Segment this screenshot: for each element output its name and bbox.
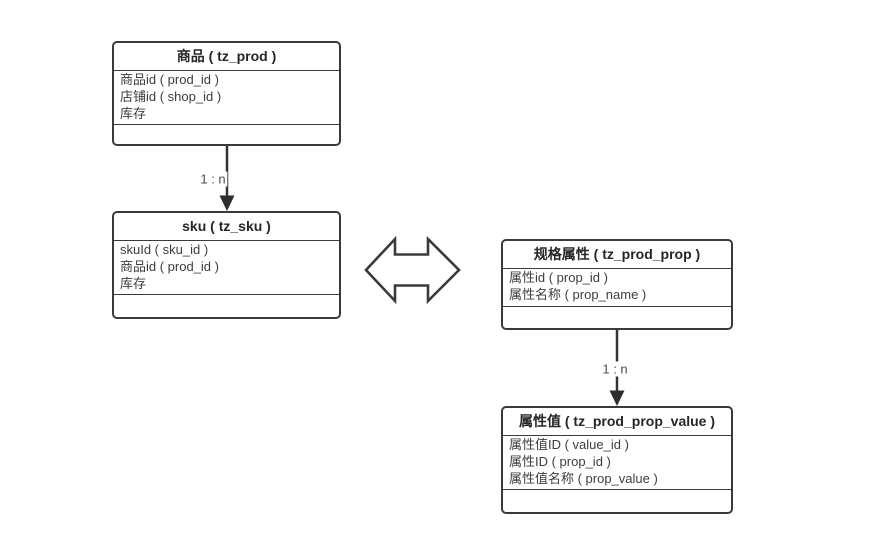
entity-prod-empty-section [114, 125, 339, 144]
entity-prop-value-title: 属性值 ( tz_prod_prop_value ) [503, 408, 731, 436]
field-row: 库存 [120, 275, 147, 291]
entity-prop-value-empty-section [503, 490, 731, 512]
entity-prod-prop-empty-section [503, 307, 731, 328]
entity-prod: 商品 ( tz_prod ) 商品id ( prod_id ) 店铺id ( s… [112, 41, 341, 146]
arrowhead-down-icon [219, 195, 235, 211]
field-row: 店铺id ( shop_id ) [120, 88, 222, 104]
entity-prop-value: 属性值 ( tz_prod_prop_value ) 属性值ID ( value… [501, 406, 733, 514]
field-row: 库存 [120, 105, 147, 121]
field-row: skuId ( sku_id ) [120, 242, 209, 257]
field-row: 属性ID ( prop_id ) [509, 453, 611, 469]
field-row: 属性名称 ( prop_name ) [509, 286, 647, 302]
field-row: 属性值ID ( value_id ) [509, 437, 629, 452]
cardinality-label-prod-sku: 1 : n [198, 171, 228, 187]
entity-prod-prop-fields: 属性id ( prop_id ) 属性名称 ( prop_name ) [503, 269, 731, 307]
entity-prop-value-fields: 属性值ID ( value_id ) 属性ID ( prop_id ) 属性值名… [503, 436, 731, 491]
entity-prod-title: 商品 ( tz_prod ) [114, 43, 339, 71]
entity-sku: sku ( tz_sku ) skuId ( sku_id ) 商品id ( p… [112, 211, 341, 319]
cardinality-label-prop-value: 1 : n [600, 361, 630, 377]
entity-sku-empty-section [114, 295, 339, 317]
entity-prod-prop: 规格属性 ( tz_prod_prop ) 属性id ( prop_id ) 属… [501, 239, 733, 330]
entity-sku-fields: skuId ( sku_id ) 商品id ( prod_id ) 库存 [114, 241, 339, 296]
field-row: 商品id ( prod_id ) [120, 72, 219, 87]
field-row: 商品id ( prod_id ) [120, 258, 219, 274]
field-row: 属性id ( prop_id ) [509, 270, 608, 285]
entity-sku-title: sku ( tz_sku ) [114, 213, 339, 241]
arrowhead-down-icon [609, 390, 625, 406]
double-arrow-icon [364, 235, 461, 305]
entity-prod-prop-title: 规格属性 ( tz_prod_prop ) [503, 241, 731, 269]
field-row: 属性值名称 ( prop_value ) [509, 470, 658, 486]
entity-prod-fields: 商品id ( prod_id ) 店铺id ( shop_id ) 库存 [114, 71, 339, 126]
